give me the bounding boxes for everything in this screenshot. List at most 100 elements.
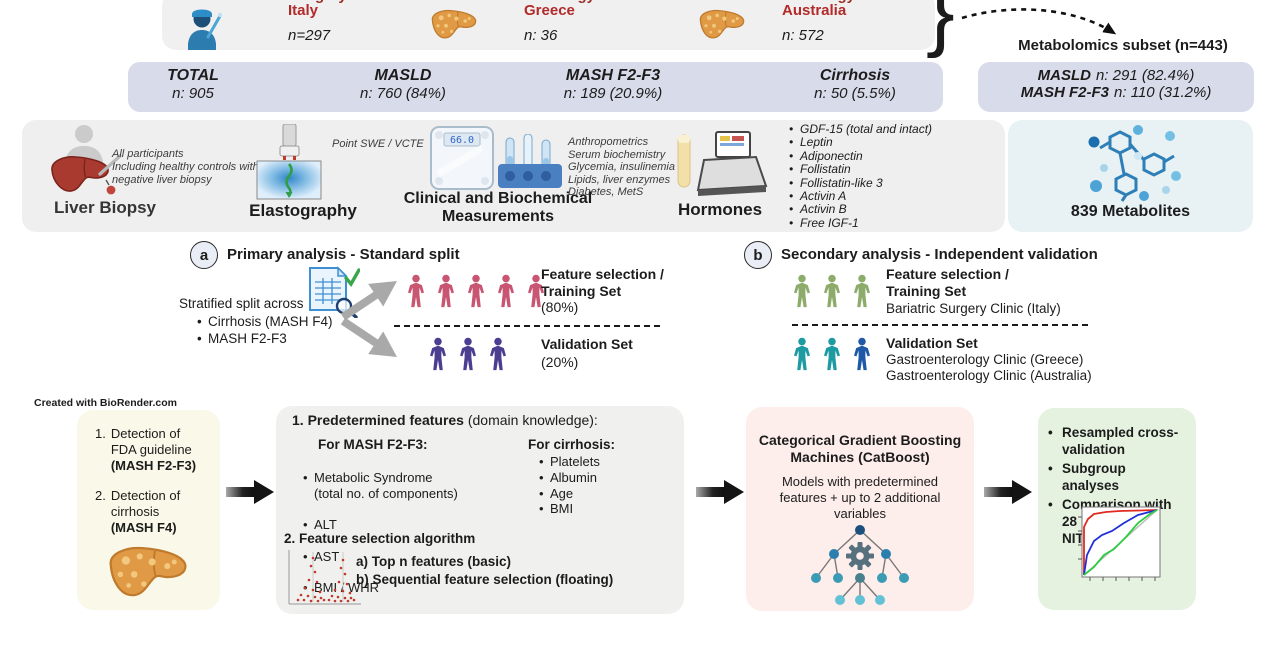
- totals-cell-mash: MASH F2-F3 n: 189 (20.9%): [563, 67, 663, 102]
- hormone-item: Adiponectin: [788, 149, 968, 164]
- feature-scatter-icon: [288, 550, 361, 605]
- person-icon: [405, 274, 427, 308]
- model-body: Models with predetermined features + up …: [779, 474, 941, 521]
- hormone-item: Follistatin-like 3: [788, 176, 968, 191]
- analysis-b-badge: b: [744, 241, 772, 269]
- person-icon: [495, 274, 517, 308]
- evaluation-item: Resampled cross-validation: [1048, 424, 1186, 458]
- elastography-icon: [256, 124, 322, 200]
- stratified-split-list: Cirrhosis (MASH F4) MASH F2-F3: [196, 313, 333, 347]
- person-icon: [465, 274, 487, 308]
- cirrhotic-liver-icon: [100, 544, 196, 602]
- feature-item: Platelets: [538, 454, 658, 470]
- hormone-item: Activin A: [788, 189, 968, 204]
- totals-bar: [128, 62, 943, 112]
- elastography-note: Point SWE / VCTE: [332, 138, 424, 150]
- split-arrows: [340, 281, 397, 357]
- validation-label-b: Validation Set: [886, 335, 978, 351]
- totals-cell-total: TOTAL n: 905: [167, 67, 219, 102]
- cohort-n-australia: n: 572: [782, 27, 824, 44]
- svg-text:66.0: 66.0: [450, 135, 474, 146]
- flow-arrow: [984, 480, 1032, 504]
- biorender-credit: Created with BioRender.com: [34, 397, 177, 409]
- person-icon: [435, 274, 457, 308]
- person-icon: [791, 274, 813, 308]
- liver-icon-australia: [698, 8, 746, 42]
- split-divider-a: [394, 325, 660, 327]
- liver-icon-greece: [430, 8, 478, 42]
- validation-persons-b: [791, 337, 873, 371]
- analysis-a-title: Primary analysis - Standard split: [227, 246, 460, 263]
- hormone-item: Follistatin: [788, 162, 968, 177]
- curly-brace: }: [926, 0, 955, 59]
- surgeon-icon: [188, 9, 223, 50]
- totals-cell-masld: MASLD n: 760 (84%): [360, 67, 446, 102]
- person-icon: [427, 337, 449, 371]
- cohort-n-greece: n: 36: [524, 27, 558, 44]
- training-pct-a: (80%): [541, 299, 579, 315]
- hormone-item: Free IGF-1: [788, 216, 968, 231]
- features-col1-header: For MASH F2-F3:: [318, 437, 428, 452]
- person-icon: [487, 337, 509, 371]
- analyzer-icon: [696, 131, 768, 196]
- split-divider-b: [792, 324, 1088, 326]
- flow-arrow: [696, 480, 744, 504]
- liver-biopsy-label: Liver Biopsy: [53, 198, 157, 217]
- test-tube-rack-icon: [498, 134, 562, 188]
- cohort-country-italy: Italy: [288, 2, 319, 19]
- liver-biopsy-note: All participants Including healthy contr…: [112, 148, 259, 186]
- split-item: MASH F2-F3: [196, 330, 333, 347]
- feature-item: AST: [302, 549, 502, 565]
- catboost-tree-icon: [811, 525, 909, 605]
- analysis-a-badge: a: [190, 241, 218, 269]
- hormone-item: Leptin: [788, 135, 968, 150]
- person-icon: [791, 337, 813, 371]
- goal-2: 2. Detection of cirrhosis (MASH F4): [95, 488, 181, 535]
- metabolomics-subset-label: Metabolomics subset (n=443): [1018, 37, 1228, 54]
- split-item: Cirrhosis (MASH F4): [196, 313, 333, 330]
- liver-biopsy-icon: [51, 154, 122, 195]
- metabolites-label: 839 Metabolites: [1070, 203, 1191, 220]
- clinic-header-australia: Gastroenterology Clinic: [730, 0, 900, 4]
- hormone-tube-icon: [677, 134, 691, 188]
- feature-item: Age: [538, 486, 658, 502]
- validation-persons-a: [427, 337, 509, 371]
- metabolomics-totals-box: [978, 62, 1254, 112]
- hormone-item: Activin B: [788, 203, 968, 218]
- algo-option-b: b) Sequential feature selection (floatin…: [356, 572, 614, 587]
- algo-title: 2. Feature selection algorithm: [284, 531, 476, 546]
- person-icon: [457, 337, 479, 371]
- analysis-b-title: Secondary analysis - Independent validat…: [781, 246, 1098, 263]
- feature-item: BMI: [538, 501, 658, 517]
- training-persons-b: [791, 274, 873, 308]
- validation-sources-b: Gastroenterology Clinic (Greece) Gastroe…: [886, 352, 1092, 383]
- features-col2-header: For cirrhosis:: [528, 437, 616, 452]
- elastography-label: Elastography: [249, 201, 357, 220]
- person-icon: [851, 274, 873, 308]
- training-persons-a: [405, 274, 547, 308]
- evaluation-item: Subgroup analyses: [1048, 460, 1186, 494]
- flow-arrow: [226, 480, 274, 504]
- features-col2-list: Platelets Albumin Age BMI: [538, 454, 658, 517]
- training-label-b: Feature selection / Training Set: [886, 266, 1009, 299]
- features-title: 1. Predetermined features (domain knowle…: [292, 412, 598, 428]
- clinical-label: Clinical and Biochemical Measurements: [403, 190, 593, 225]
- feature-item: Albumin: [538, 470, 658, 486]
- person-icon: [821, 274, 843, 308]
- person-icon: [821, 337, 843, 371]
- scale-icon: 66.0: [430, 126, 494, 190]
- clinic-header-greece: Gastroenterology Clinic: [470, 0, 640, 4]
- cohort-country-greece: Greece: [524, 2, 575, 19]
- cohort-n-italy: n=297: [288, 27, 331, 44]
- features-col1-list: Metabolic Syndrome (total no. of compone…: [302, 454, 502, 612]
- goal-1: 1. Detection of FDA guideline (MASH F2-F…: [95, 426, 197, 473]
- training-label-a: Feature selection / Training Set: [541, 266, 664, 299]
- feature-item: ALT: [302, 517, 502, 533]
- totals-cell-cirrhosis: Cirrhosis n: 50 (5.5%): [814, 67, 896, 102]
- model-title: Categorical Gradient Boosting Machines (…: [758, 432, 962, 465]
- cohorts-bar: [162, 0, 935, 50]
- hormones-list: GDF-15 (total and intact) Leptin Adipone…: [788, 122, 968, 231]
- training-source-b: Bariatric Surgery Clinic (Italy): [886, 301, 1061, 316]
